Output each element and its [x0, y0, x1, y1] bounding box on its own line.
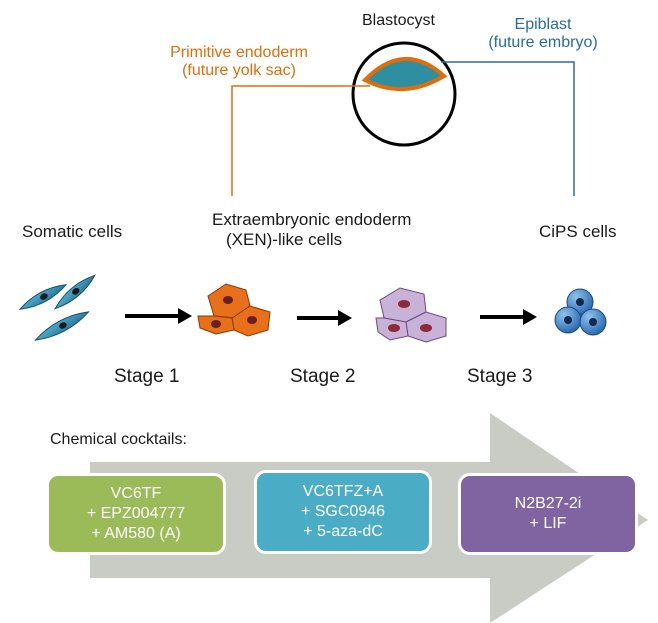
stage-label-1: Stage 1 — [114, 366, 180, 387]
cocktail-2-line1: VC6TFZ+A — [302, 483, 384, 500]
cocktail-1-line3: + AM580 (A) — [91, 525, 181, 542]
cocktail-1-line1: VC6TF — [110, 485, 162, 502]
somatic-cells-icon — [18, 274, 96, 341]
primitive-endoderm-label: Primitive endoderm (future yolk sac) — [160, 44, 318, 81]
stage-label-2: Stage 2 — [290, 366, 356, 387]
primitive-endoderm-connector — [231, 85, 370, 196]
cocktail-3-line2: + LIF — [529, 515, 567, 532]
xen-line2: (XEN)-like cells — [226, 229, 343, 249]
cips-cells-icon — [554, 288, 607, 336]
primitive-endoderm-line2: (future yolk sac) — [182, 62, 296, 80]
blastocyst-icon — [351, 41, 457, 147]
xen-cells-label: Extraembryonic endoderm (XEN)-like cells — [212, 210, 411, 249]
cocktail-2-line2: + SGC0946 — [300, 503, 386, 520]
xen-line1: Extraembryonic endoderm — [212, 210, 412, 229]
cocktail-2-line3: + 5-aza-dC — [303, 523, 383, 540]
epiblast-label: Epiblast (future embryo) — [476, 16, 610, 53]
somatic-cells-label: Somatic cells — [22, 222, 123, 241]
chemical-cocktails-title: Chemical cocktails: — [50, 431, 187, 448]
cocktail-3-line1: N2B27-2i — [514, 495, 582, 512]
cocktail-box-2: VC6TFZ+A + SGC0946 + 5-aza-dC — [254, 470, 432, 554]
epiblast-connector — [441, 61, 575, 196]
cocktail-1-line2: + EPZ004777 — [86, 505, 186, 522]
stage-arrow-3 — [480, 309, 537, 325]
xen-like-cells-icon — [197, 283, 271, 337]
stage-arrow-2 — [297, 310, 352, 326]
epiblast-line2: (future embryo) — [488, 34, 598, 52]
cips-cells-label: CiPS cells — [539, 222, 617, 241]
stage-arrow-1 — [125, 308, 192, 324]
blastocyst-label: Blastocyst — [362, 12, 435, 29]
stage-label-3: Stage 3 — [467, 366, 533, 387]
primitive-endoderm-line1: Primitive endoderm — [170, 44, 308, 61]
stage2-cells-icon — [375, 287, 447, 343]
cocktail-box-3: N2B27-2i + LIF — [458, 473, 638, 555]
cocktail-box-1: VC6TF + EPZ004777 + AM580 (A) — [46, 473, 226, 555]
epiblast-line1: Epiblast — [514, 16, 572, 33]
